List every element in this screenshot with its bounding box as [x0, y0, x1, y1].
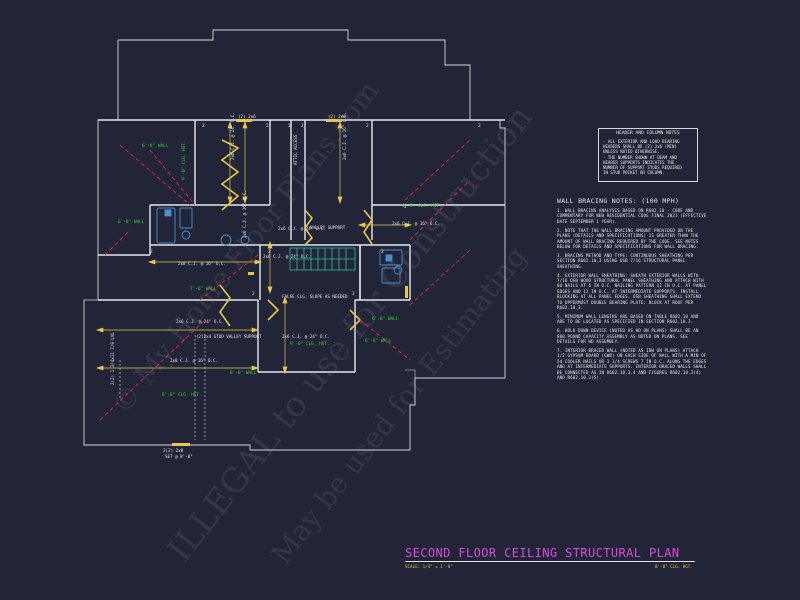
svg-text:2: 2: [288, 123, 291, 129]
valley-dashed: [119, 335, 206, 440]
label-girder-1: (2) 2x6: [238, 114, 256, 119]
label-joist-i: 2x8 C.J. @ 16" O.C.: [170, 358, 218, 363]
label-joist-d: 2x6 C.J. @ 16" O.C.: [242, 190, 247, 238]
svg-text:2: 2: [266, 123, 269, 129]
header-note-line: HEADER SUPPORTS INDICATES THE: [603, 159, 675, 165]
bracing-note-2: 2. NOTE THAT THE WALL BRACING AMOUNT PRO…: [557, 227, 699, 249]
svg-text:2: 2: [202, 123, 205, 129]
corner-marks: [84, 299, 416, 378]
tag-hgt-4: 9'-0" CLG. HGT.: [181, 140, 187, 180]
svg-text:2: 2: [252, 291, 255, 297]
svg-text:2: 2: [150, 249, 153, 255]
header-note-line: HEADERS SHALL BE (2) 2x6 (MIN): [603, 144, 677, 150]
tag-hgt-2: 8'-0" CLG. HGT.: [290, 341, 330, 347]
svg-text:2: 2: [268, 249, 271, 255]
tag-hgt-3: 8'-0" CLG. HGT.: [162, 392, 202, 398]
plan-scale: SCALE: 1/4" = 1'-0": [405, 564, 453, 569]
label-joist-c: 2x6 C.J. @ 24" O.C.: [278, 226, 326, 231]
header-note-line: IN STUD POCKET OR COLUMN.: [603, 170, 665, 176]
bracing-note-5: 5. MINIMUM WALL LENGTHS ARE BASED ON TAB…: [557, 313, 699, 325]
header-bars: [172, 119, 408, 446]
svg-text:2: 2: [366, 123, 369, 129]
plan-title: SECOND FLOOR CEILING STRUCTURAL PLAN: [405, 546, 680, 560]
tag-wall-5: 8'-0" WALL: [230, 370, 257, 376]
label-bottom-beam-1: 2(2) 2x8: [163, 448, 184, 453]
bath-fixtures: [156, 207, 403, 284]
header-notes-body: - ALL EXTERIOR AND LOAD BEARING HEADERS …: [599, 139, 697, 175]
tag-wall-1: 6'-8" WALL: [142, 143, 169, 149]
svg-text:2: 2: [352, 291, 355, 297]
header-note-line: - ALL EXTERIOR AND LOAD BEARING: [603, 139, 680, 144]
interior-walls: [98, 119, 505, 373]
bracing-note-3: 3. BRACING METHOD AND TYPE: CONTINUOUS S…: [557, 252, 694, 269]
header-note-line: UNLESS NOTED OTHERWISE.: [603, 149, 660, 155]
label-attic-access: ATTIC ACCESS: [293, 134, 298, 165]
tag-hgt-1: 9'-0" CLG. HGT.: [402, 203, 442, 209]
bracing-note-6: 6. HOLD DOWN DEVICE (NOTED AS HD ON PLAN…: [557, 328, 699, 345]
stair: [289, 247, 356, 271]
svg-text:2: 2: [478, 123, 481, 129]
wall-bracing-title: WALL BRACING NOTES: (100 MPH): [557, 197, 680, 205]
label-joist-h: 2x6 C.J. @ 24" O.C.: [176, 319, 224, 324]
svg-text:2: 2: [381, 249, 384, 255]
header-note-line: NUMBER OF SUPPORT STUDS REQUIRED: [603, 165, 682, 171]
label-joist-g: 2x6 C.J. @ 24" O.C.: [263, 254, 311, 259]
bracing-note-7: 7. INTERIOR BRACED WALL (NOTED AS IBW ON…: [557, 347, 707, 380]
header-notes-title: HEADER AND COLUMN NOTES: [616, 131, 680, 136]
label-lvl: 2(2) 1 3/4x11 7/8 LVL: [110, 332, 115, 385]
label-joist-j: 2x6 C.J. @ 24" O.C.: [282, 334, 330, 339]
header-note-line: - THE NUMBER SHOWN AT BEAM AND: [603, 154, 677, 160]
title-underline: [405, 561, 695, 562]
tag-wall-2: 6'-8" WALL: [118, 219, 145, 225]
label-valley: VALLEY SUPPORT: [310, 225, 346, 230]
label-joist-a: 2x6 C.J. @ 24" O.C.: [230, 112, 235, 160]
svg-text:2: 2: [301, 123, 304, 129]
label-stud-valley: (2)2x4 STUD VALLEY SUPPORT: [196, 334, 262, 339]
outer-wall-outline: [83, 29, 506, 451]
tag-wall-4: 6'-8" WALL: [372, 316, 399, 322]
header-column-notes: HEADER AND COLUMN NOTES - ALL EXTERIOR A…: [598, 128, 698, 182]
label-girder-2: (2) 2x6: [328, 114, 346, 119]
label-joist-e: 2x8 C.J. @ 16" O.C.: [178, 261, 226, 266]
tag-wall-6: 6'-8" WALL: [365, 338, 392, 344]
wall-bracing-notes: 1. WALL BRACING ANALYSIS BASED ON R602.1…: [557, 208, 707, 384]
label-bottom-beam-2: SET @ 8'-0": [165, 454, 193, 459]
label-false-slope: FALSE CLG. SLOPE AS NEEDED: [282, 294, 348, 299]
roof-hip-lines: [99, 139, 471, 421]
bracing-note-4: 4. EXTERIOR WALL SHEATHING: SHEATH EXTER…: [557, 272, 707, 310]
support-numbers: 2 2 2 2 2 2 2 2 2 2 2 2: [150, 123, 481, 297]
svg-text:2: 2: [404, 204, 407, 210]
joist-labels: (2) 2x6 (2) 2x6 2x6 C.J. @ 24" O.C. 2x6 …: [110, 112, 440, 459]
label-joist-f: 2x6 C.J. @ 16" O.C.: [392, 221, 440, 226]
wall-tags: 6'-8" WALL 6'-8" WALL 7'-6" WALL 6'-8" W…: [118, 140, 442, 398]
plan-clg-hgt: 8'-0" CLG. HGT.: [655, 564, 693, 569]
ceiling-joist-arrows: [95, 120, 413, 375]
label-joist-b: 2x6 C.J. @ 16" O.C.: [342, 112, 347, 160]
bracing-note-1: 1. WALL BRACING ANALYSIS BASED ON R602.1…: [557, 208, 707, 224]
tag-wall-3: 7'-6" WALL: [190, 286, 217, 292]
